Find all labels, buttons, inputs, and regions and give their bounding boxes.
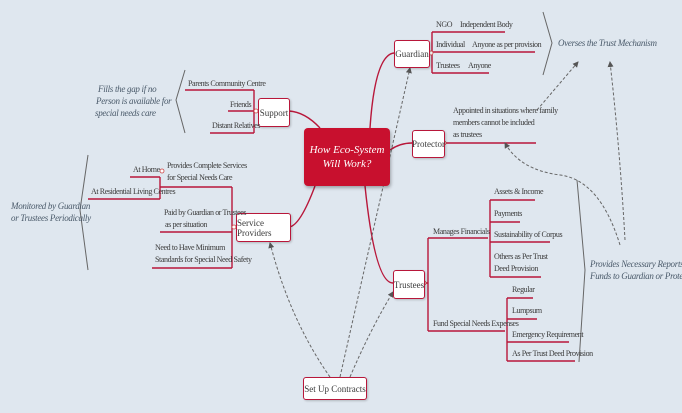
service-paid-2[interactable]: as per situation bbox=[165, 220, 208, 229]
manages-financials[interactable]: Manages Financials bbox=[433, 227, 490, 236]
service-residential[interactable]: At Residential Living Centres bbox=[91, 187, 176, 196]
fund-expenses[interactable]: Fund Special Needs Expenses bbox=[433, 319, 519, 328]
service-at-home[interactable]: At Home bbox=[133, 165, 160, 174]
exp-deed[interactable]: As Per Trust Deed Provision bbox=[512, 349, 593, 358]
support-note-1: Fills the gap if no bbox=[98, 84, 157, 94]
guardian-individual-detail[interactable]: Anyone as per provision bbox=[472, 40, 542, 49]
fin-payments[interactable]: Payments bbox=[494, 209, 522, 218]
guardian-trustees[interactable]: Trustees bbox=[436, 61, 460, 70]
support-parents[interactable]: Parents Community Centre bbox=[188, 79, 266, 88]
support-friends[interactable]: Friends bbox=[230, 100, 252, 109]
guardian-trustees-detail[interactable]: Anyone bbox=[468, 61, 491, 70]
protector-text-3[interactable]: as trustees bbox=[453, 130, 482, 139]
service-providers-node[interactable]: Service Providers bbox=[236, 213, 291, 242]
guardian-note: Overses the Trust Mechanism bbox=[558, 38, 657, 48]
guardian-node[interactable]: Guardian bbox=[394, 40, 430, 68]
trustees-note-2: Funds to Guardian or Protector bbox=[590, 271, 682, 281]
service-complete-2[interactable]: for Special Needs Care bbox=[167, 173, 233, 182]
support-note-2: Person is available for bbox=[96, 96, 172, 106]
fin-others-1[interactable]: Others as Per Trust bbox=[494, 252, 548, 261]
guardian-ngo-detail[interactable]: Independent Body bbox=[460, 20, 513, 29]
support-relatives[interactable]: Distant Relatives bbox=[212, 121, 261, 130]
fin-assets[interactable]: Assets & Income bbox=[494, 187, 544, 196]
service-paid-1[interactable]: Paid by Guardian or Trustees bbox=[164, 208, 247, 217]
exp-regular[interactable]: Regular bbox=[512, 285, 535, 294]
trustees-note-1: Provides Necessary Reports or bbox=[590, 259, 682, 269]
set-up-contracts-node[interactable]: Set Up Contracts bbox=[303, 377, 367, 400]
protector-text-1[interactable]: Appointed in situations where family bbox=[453, 106, 558, 115]
support-note-3: special needs care bbox=[95, 108, 156, 118]
protector-text-2[interactable]: members cannot be included bbox=[453, 118, 535, 127]
protector-node[interactable]: Protector bbox=[412, 130, 445, 158]
support-node[interactable]: Support bbox=[258, 98, 290, 127]
guardian-ngo[interactable]: NGO bbox=[436, 20, 453, 29]
fin-sustainability[interactable]: Sustainability of Corpus bbox=[494, 230, 563, 239]
service-complete-1[interactable]: Provides Complete Services bbox=[167, 161, 247, 170]
trustees-node[interactable]: Trustees bbox=[393, 270, 425, 299]
service-note-2: or Trustees Periodically bbox=[11, 213, 91, 223]
exp-emergency[interactable]: Emergency Requirement bbox=[512, 330, 584, 339]
service-note-1: Monitored by Guardian bbox=[11, 201, 91, 211]
guardian-individual[interactable]: Individual bbox=[436, 40, 465, 49]
central-topic[interactable]: How Eco-System Will Work? bbox=[304, 128, 390, 186]
service-need-2[interactable]: Standards for Special Need Safety bbox=[155, 255, 252, 264]
service-need-1[interactable]: Need to Have Minimum bbox=[155, 243, 225, 252]
exp-lumpsum[interactable]: Lumpsum bbox=[512, 306, 542, 315]
fin-others-2[interactable]: Deed Provision bbox=[494, 264, 538, 273]
